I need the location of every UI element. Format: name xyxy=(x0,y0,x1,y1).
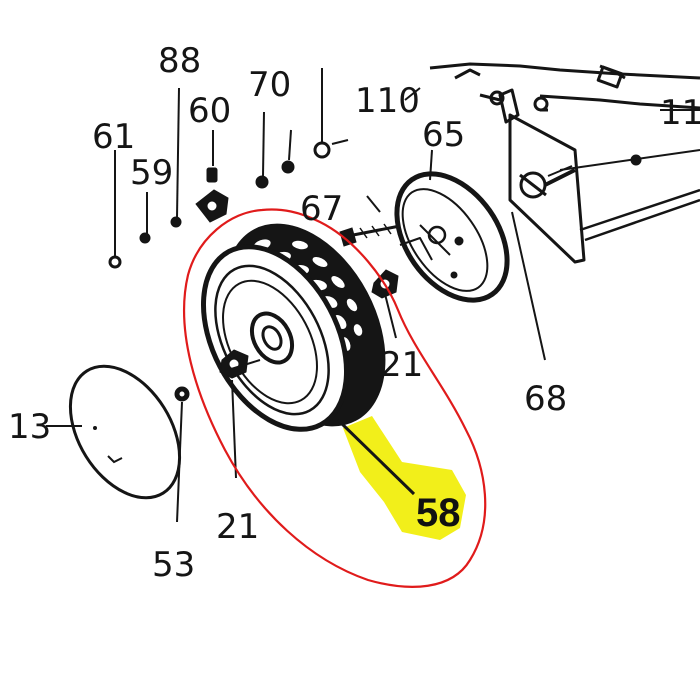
label-53: 53 xyxy=(152,545,195,585)
label-60: 60 xyxy=(188,91,231,131)
label-70: 70 xyxy=(248,65,291,105)
leader-58 xyxy=(336,418,416,496)
label-21-bottom: 21 xyxy=(216,507,259,547)
label-59: 59 xyxy=(130,153,173,193)
label-88: 88 xyxy=(158,41,201,81)
label-21-right: 21 xyxy=(380,345,423,385)
label-110: 110 xyxy=(355,81,420,121)
label-111: 111 xyxy=(660,93,700,133)
label-68: 68 xyxy=(524,379,567,419)
bolt-67 xyxy=(339,223,401,247)
label-67: 67 xyxy=(300,189,343,229)
label-58: 58 xyxy=(416,491,461,535)
label-61: 61 xyxy=(92,117,135,157)
highlight-marker xyxy=(343,416,466,540)
highlight-outline xyxy=(182,208,487,588)
label-65: 65 xyxy=(422,115,465,155)
leader-lines xyxy=(46,68,700,523)
wheel-58 xyxy=(200,223,386,432)
hub-cap-13 xyxy=(68,364,182,500)
mounting-plate xyxy=(479,88,586,264)
hub-plate-65 xyxy=(394,171,510,303)
part-labels: 88 70 110 111 60 61 59 65 67 21 68 13 21… xyxy=(8,41,700,585)
frame-housing xyxy=(429,62,700,242)
label-13: 13 xyxy=(8,407,51,447)
small-hardware xyxy=(108,139,349,269)
nut-53 xyxy=(174,386,190,402)
